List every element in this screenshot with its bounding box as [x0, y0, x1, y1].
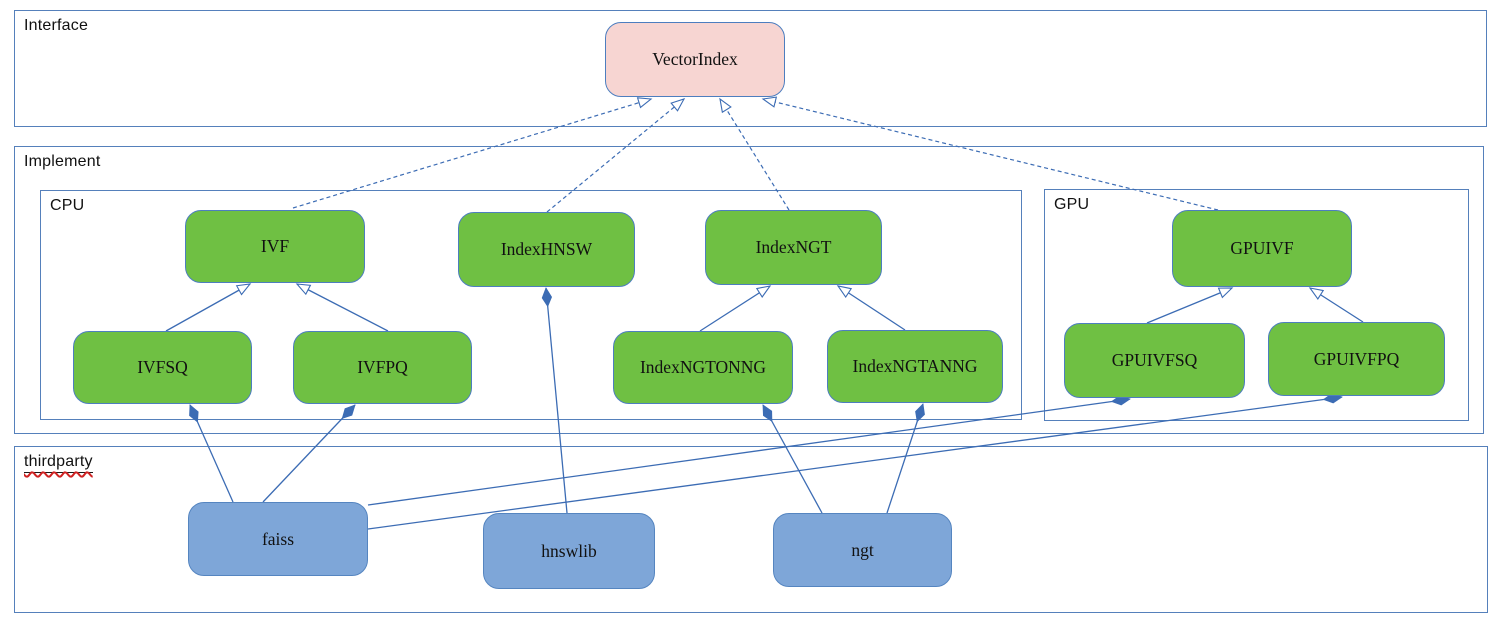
- edge-GPUIVFSQ-to-GPUIVF: [1146, 287, 1234, 324]
- node-IndexNGTONNG: IndexNGTONNG: [613, 331, 793, 404]
- edge-GPUIVF-to-VectorIndex: [761, 96, 1219, 211]
- node-hnswlib: hnswlib: [483, 513, 655, 589]
- edge-IndexNGTANNG-to-IndexNGT: [836, 285, 906, 331]
- edge-GPUIVFPQ-to-GPUIVF: [1308, 287, 1364, 323]
- frame-cpu: CPU: [40, 190, 1022, 420]
- node-IVFSQ: IVFSQ: [73, 331, 252, 404]
- edge-IVF-to-VectorIndex: [292, 97, 653, 209]
- edge-ngt-to-IndexNGTANNG: [886, 403, 925, 514]
- node-label-IVFSQ: IVFSQ: [137, 357, 188, 377]
- edge-faiss-to-GPUIVFSQ: [367, 395, 1131, 506]
- frame-label-gpu: GPU: [1054, 196, 1090, 213]
- edge-ngt-to-IndexNGTONNG: [762, 404, 823, 514]
- edge-faiss-to-IVFPQ: [262, 404, 356, 503]
- node-label-GPUIVF: GPUIVF: [1230, 238, 1294, 258]
- node-ngt: ngt: [773, 513, 952, 587]
- node-GPUIVFSQ: GPUIVFSQ: [1064, 323, 1245, 398]
- frame-label-implement: Implement: [24, 153, 101, 170]
- edges-group: [165, 96, 1364, 530]
- node-label-IndexHNSW: IndexHNSW: [500, 239, 593, 259]
- node-label-GPUIVFPQ: GPUIVFPQ: [1313, 348, 1400, 369]
- node-label-VectorIndex: VectorIndex: [652, 49, 738, 69]
- edge-IndexNGT-to-VectorIndex: [719, 97, 790, 211]
- frame-label-cpu: CPU: [50, 197, 85, 214]
- node-GPUIVFPQ: GPUIVFPQ: [1268, 322, 1445, 396]
- frame-label-thirdparty: thirdparty: [24, 453, 93, 473]
- node-IndexHNSW: IndexHNSW: [458, 212, 635, 287]
- frame-thirdparty: thirdparty: [14, 446, 1488, 613]
- frame-implement: Implement: [14, 146, 1484, 434]
- node-label-IVF: IVF: [260, 236, 290, 256]
- node-label-IVFPQ: IVFPQ: [357, 357, 408, 377]
- node-IndexNGT: IndexNGT: [705, 210, 882, 285]
- node-label-IndexNGTONNG: IndexNGTONNG: [639, 357, 767, 377]
- node-label-GPUIVFSQ: GPUIVFSQ: [1111, 350, 1198, 370]
- edge-IndexHNSW-to-VectorIndex: [546, 98, 686, 213]
- node-label-hnswlib: hnswlib: [541, 540, 597, 561]
- node-IVFPQ: IVFPQ: [293, 331, 472, 404]
- node-label-IndexNGT: IndexNGT: [755, 237, 832, 257]
- node-label-ngt: ngt: [851, 539, 874, 560]
- edge-faiss-to-IVFSQ: [189, 404, 234, 503]
- edge-IndexNGTONNG-to-IndexNGT: [699, 285, 772, 332]
- node-IndexNGTANNG: IndexNGTANNG: [827, 330, 1003, 403]
- node-VectorIndex: VectorIndex: [605, 22, 785, 97]
- node-IVF: IVF: [185, 210, 365, 283]
- edge-IVFSQ-to-IVF: [165, 283, 252, 332]
- edge-hnswlib-to-IndexHNSW: [541, 287, 568, 514]
- frame-gpu: GPU: [1044, 189, 1469, 421]
- node-label-IndexNGTANNG: IndexNGTANNG: [852, 356, 978, 376]
- node-label-faiss: faiss: [261, 528, 295, 549]
- node-faiss: faiss: [188, 502, 368, 576]
- frame-label-interface: Interface: [24, 17, 89, 34]
- node-GPUIVF: GPUIVF: [1172, 210, 1352, 287]
- frame-interface: Interface: [14, 10, 1487, 127]
- edge-IVFPQ-to-IVF: [295, 283, 389, 332]
- edge-faiss-to-GPUIVFPQ: [367, 393, 1343, 530]
